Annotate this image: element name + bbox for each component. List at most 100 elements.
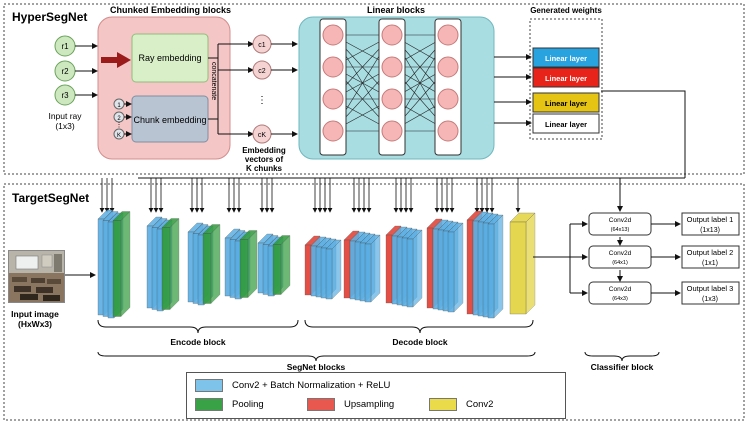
legend-label-pooling: Pooling xyxy=(232,399,264,410)
neuron xyxy=(322,120,344,142)
classifier-conv-label: Conv2d xyxy=(609,217,632,224)
ray-embedding-label: Ray embedding xyxy=(138,53,201,63)
classifier-conv-size: (64x3) xyxy=(612,296,628,302)
ray-input-big-arrow xyxy=(101,52,131,68)
chunk-vector-2: c2 xyxy=(258,68,266,75)
chunked-embedding-title: Chunked Embedding blocks xyxy=(110,5,231,15)
generated-linear-layer-box xyxy=(532,92,600,113)
ray-node-3-label: r3 xyxy=(61,91,69,100)
chunk-embedding-label: Chunk embedding xyxy=(133,115,206,125)
chunk-index-dots: ⋮ xyxy=(116,122,123,129)
neuron xyxy=(322,24,344,46)
neuron xyxy=(322,56,344,78)
chunk-vector-1: c1 xyxy=(258,42,266,49)
neuron xyxy=(437,120,459,142)
linear-blocks-title: Linear blocks xyxy=(367,5,425,15)
output-label-3: Output label 3 (1x3) xyxy=(681,281,740,305)
classifier-conv-label: Conv2d xyxy=(609,286,632,293)
linear-output-arrows xyxy=(494,54,532,126)
neuron xyxy=(381,24,403,46)
linear-layers xyxy=(319,18,462,156)
legend-label-conv2: Conv2 xyxy=(466,399,494,410)
legend-item-conv-bn-relu: Conv2 + Batch Normalization + ReLU xyxy=(195,379,390,392)
legend-swatch-conv-bn-relu xyxy=(195,379,223,392)
chunk-vector-dots: ⋮ xyxy=(257,95,267,106)
generated-linear-layer-box xyxy=(532,67,600,88)
neuron xyxy=(381,88,403,110)
hypersegnet-title: HyperSegNet xyxy=(12,10,87,24)
conv-bn-relu-layer xyxy=(364,234,381,303)
legend-swatch-pooling xyxy=(195,398,223,411)
legend-label-upsampling: Upsampling xyxy=(344,399,395,410)
encode-brace xyxy=(97,319,299,334)
legend-item-conv2: Conv2 xyxy=(429,398,493,411)
classifier-conv-label: Conv2d xyxy=(609,250,632,257)
embedding-caption-2: vectors of xyxy=(245,155,284,164)
legend-swatch-conv2 xyxy=(429,398,457,411)
pooling-layer xyxy=(112,211,131,317)
classifier-conv-3: Conv2d (64x3) xyxy=(588,281,681,305)
output-label-size: (1x3) xyxy=(702,296,718,303)
decode-brace xyxy=(304,319,534,334)
neuron xyxy=(381,56,403,78)
input-image-size: (HxWx3) xyxy=(18,319,52,329)
ray-input-nodes: r1 r2 r3 xyxy=(54,35,76,106)
output-label-box xyxy=(681,281,740,305)
generated-linear-layer-label: Linear layer xyxy=(545,99,587,108)
classifier-conv-size: (64x1) xyxy=(612,260,628,266)
input-image-caption: Input image xyxy=(11,309,59,319)
legend-label-conv-bn-relu: Conv2 + Batch Normalization + ReLU xyxy=(232,380,391,391)
generated-linear-layer-label: Linear layer xyxy=(545,120,587,129)
neuron xyxy=(437,24,459,46)
linear-layer-1 xyxy=(319,18,347,156)
legend: Conv2 + Batch Normalization + ReLU Pooli… xyxy=(186,372,566,419)
encode-block-label: Encode block xyxy=(170,337,226,347)
neuron xyxy=(437,56,459,78)
linear-layer-2 xyxy=(378,18,406,156)
weights-feedback-line xyxy=(601,90,686,178)
neuron xyxy=(437,88,459,110)
output-label-text: Output label 3 xyxy=(687,284,734,293)
generated-linear-layer-4: Linear layer xyxy=(532,113,600,134)
classifier-block-label: Classifier block xyxy=(591,362,654,372)
generated-linear-layer-3: Linear layer xyxy=(532,92,600,113)
targetsegnet-title: TargetSegNet xyxy=(12,191,89,205)
legend-item-upsampling: Upsampling xyxy=(307,398,394,411)
legend-swatch-upsampling xyxy=(307,398,335,411)
classifier-conv-1: Conv2d(64x13) xyxy=(588,212,681,236)
linear-layer-3 xyxy=(434,18,462,156)
generated-linear-layer-label: Linear layer xyxy=(545,74,587,83)
chunk-index-1: 1 xyxy=(117,103,121,109)
segnet-layers xyxy=(97,209,536,319)
classifier-conv-2: Conv2d (64x1) xyxy=(588,245,681,269)
generated-linear-layer-label: Linear layer xyxy=(545,54,587,63)
classroom-photo xyxy=(9,251,64,302)
weight-drop-arrows xyxy=(99,178,521,213)
generated-weights-title: Generated weights xyxy=(530,6,602,15)
decode-block-label: Decode block xyxy=(392,337,448,347)
concatenate-label: concatenate xyxy=(210,62,217,100)
output-label-2: Output label 2(1x1) xyxy=(681,245,740,269)
chunk-index-2: 2 xyxy=(117,116,121,122)
conv-bn-relu-layer xyxy=(325,239,342,300)
output-label-box xyxy=(681,245,740,269)
targetsegnet-frame xyxy=(3,183,745,421)
classifier-brace xyxy=(584,351,660,362)
embedding-caption-3: K chunks xyxy=(246,164,283,173)
embedding-caption-1: Embedding xyxy=(242,146,286,155)
output-label-size: (1x13) xyxy=(700,227,720,234)
segnet-brace xyxy=(97,351,536,362)
input-ray-caption: Input ray xyxy=(48,111,82,121)
generated-linear-layer-box xyxy=(532,113,600,134)
output-label-1: Output label 1 (1x13) xyxy=(681,212,740,236)
pooling-layer xyxy=(161,218,180,310)
conv-bn-relu-layer xyxy=(406,229,423,308)
generated-linear-layer-1: Linear layer xyxy=(532,47,600,68)
neuron xyxy=(381,120,403,142)
conv-bn-relu-layer xyxy=(487,214,504,319)
generated-linear-layer-2: Linear layer xyxy=(532,67,600,88)
chunk-vector-k: cK xyxy=(258,132,267,139)
neuron xyxy=(322,88,344,110)
output-label-text: Output label 1 xyxy=(687,215,734,224)
